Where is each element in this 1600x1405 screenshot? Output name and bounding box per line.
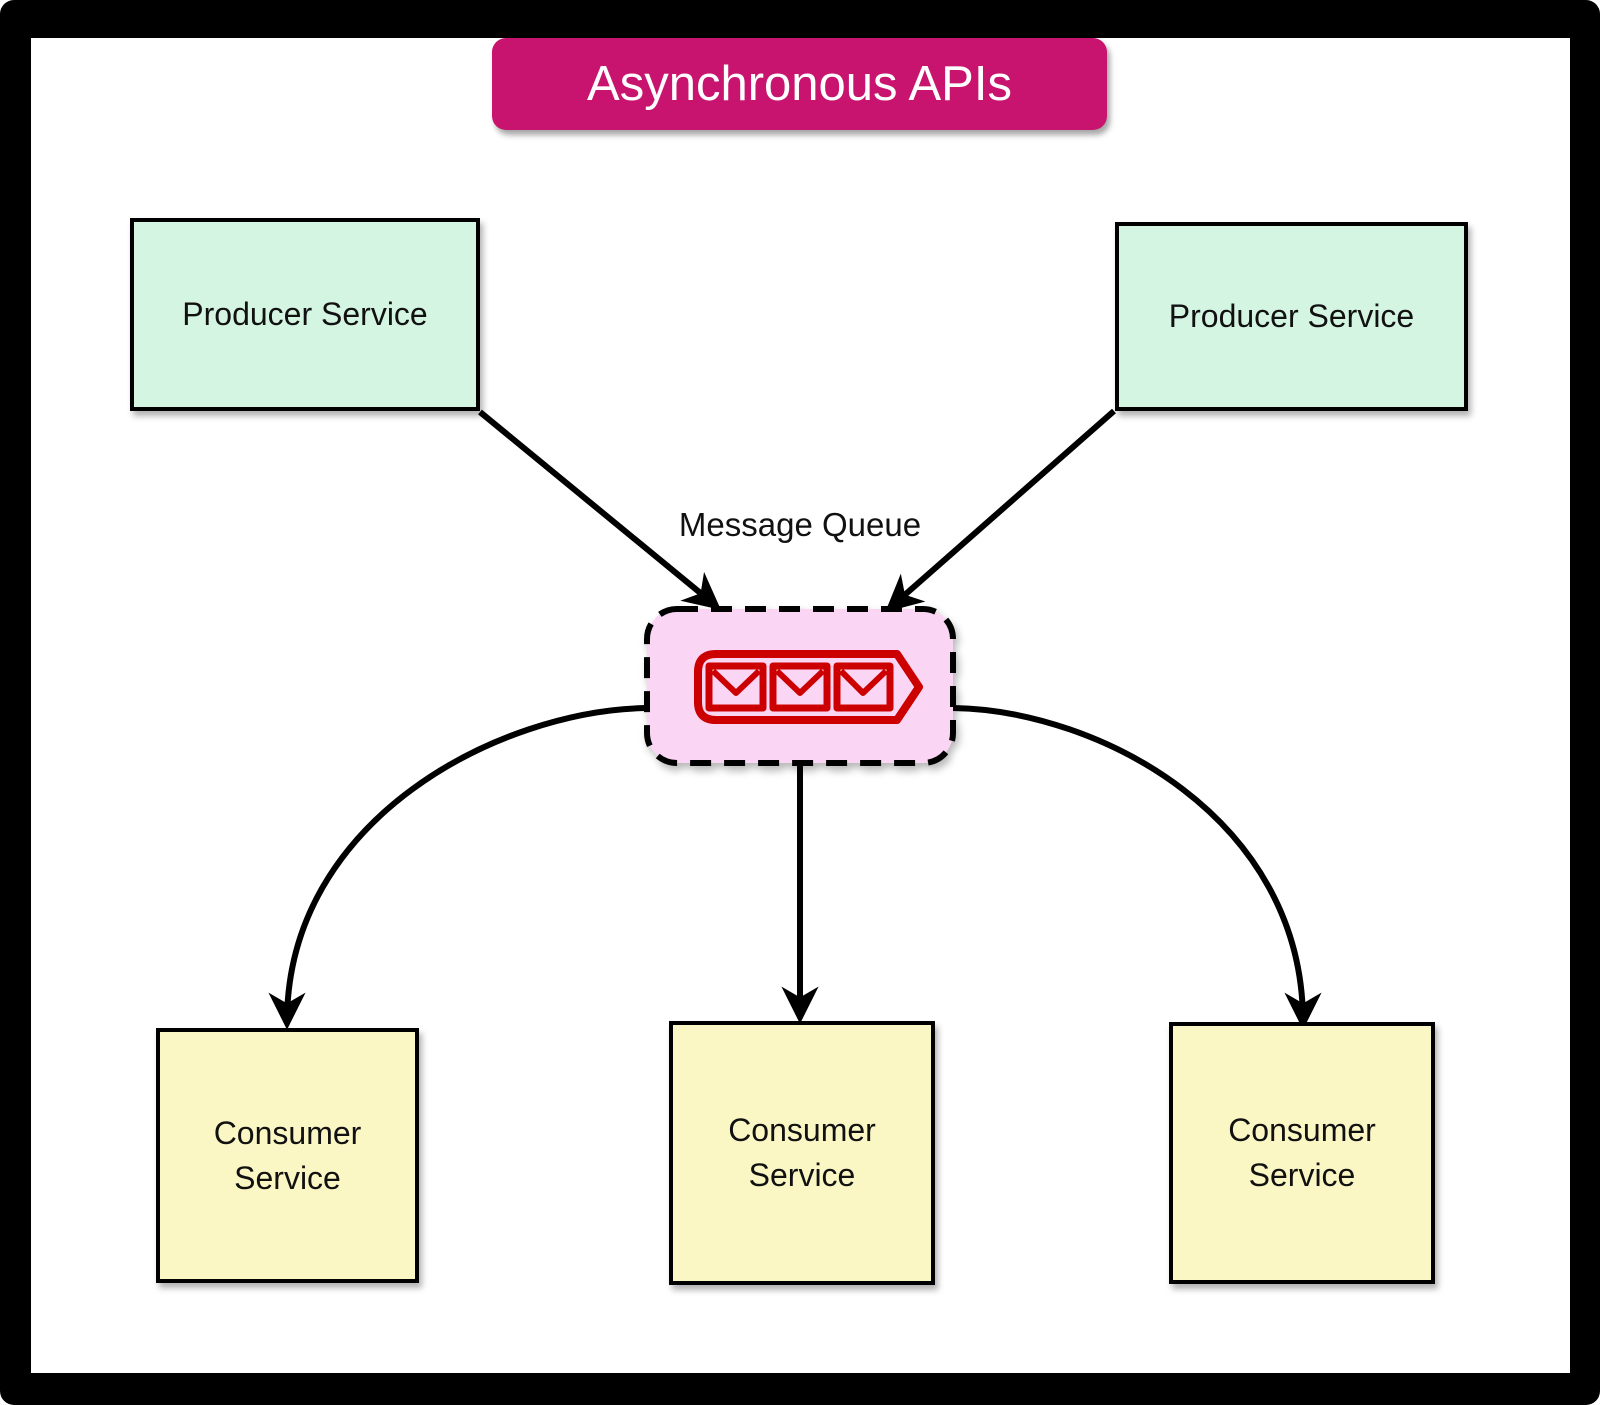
consumer-service-box-3: Consumer Service: [1169, 1022, 1435, 1284]
envelope-icon: [705, 662, 767, 712]
consumer-service-label: Consumer Service: [1228, 1112, 1376, 1193]
envelope-icon: [833, 662, 894, 712]
consumer-service-label: Consumer Service: [728, 1112, 876, 1193]
message-queue-box: [644, 606, 956, 766]
title-banner: Asynchronous APIs: [492, 38, 1107, 130]
message-queue-label: Message Queue: [678, 506, 922, 543]
envelope-queue-icon: [694, 650, 923, 724]
producer-service-box-1: Producer Service: [130, 218, 480, 411]
arrow-queue-to-consumer-3: [952, 705, 1322, 1030]
envelope-icon: [769, 662, 831, 712]
page-title: Asynchronous APIs: [587, 57, 1012, 111]
consumer-service-box-1: Consumer Service: [156, 1028, 419, 1283]
diagram-canvas: Asynchronous APIs Producer Service Produ…: [31, 38, 1570, 1373]
connections-layer: [268, 408, 1322, 1030]
arrow-producer-2-to-queue: [885, 408, 1116, 613]
consumer-service-label: Consumer Service: [213, 1114, 362, 1196]
producer-service-label: Producer Service: [182, 296, 428, 333]
arrow-queue-to-consumer-1: [268, 705, 648, 1030]
producer-service-box-2: Producer Service: [1115, 222, 1468, 411]
queue-outline-shape: [694, 650, 923, 724]
producer-service-label: Producer Service: [1168, 298, 1415, 335]
arrow-producer-1-to-queue: [478, 409, 721, 610]
consumer-service-box-2: Consumer Service: [669, 1021, 935, 1285]
